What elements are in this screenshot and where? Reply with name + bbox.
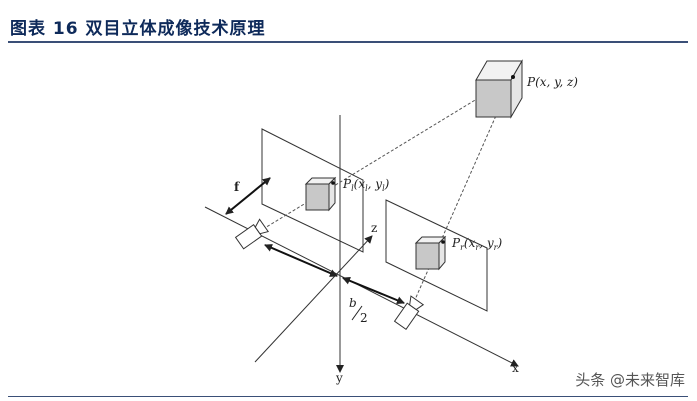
title-rule	[8, 41, 688, 43]
baseline-numerator: b	[349, 296, 357, 310]
figure-title-number: 16	[52, 19, 79, 39]
bottom-rule	[8, 396, 688, 397]
figure-title: 图表 16 双目立体成像技术原理	[10, 14, 266, 39]
y-axis-label: y	[335, 371, 343, 385]
world-point-cube	[475, 59, 523, 119]
baseline-denominator: 2	[360, 311, 368, 325]
x-axis-label: x	[512, 361, 519, 375]
right-image-plane	[385, 199, 488, 312]
right-camera-icon	[393, 295, 425, 330]
left-point-label: Pl(xl, yl)	[342, 177, 390, 193]
z-axis-line	[254, 235, 373, 363]
baseline-fraction-bar	[351, 305, 363, 321]
ray-left-to-point	[249, 76, 514, 238]
right-image-cube	[414, 235, 447, 271]
left-camera-icon	[234, 218, 270, 250]
focal-length-arrow	[225, 177, 271, 215]
z-axis-label: z	[371, 221, 377, 235]
figure-title-text: 双目立体成像技术原理	[85, 19, 266, 39]
world-point-label: P(x, y, z)	[526, 75, 578, 89]
figure-title-prefix: 图表	[10, 19, 46, 39]
left-image-cube	[304, 176, 337, 212]
right-point-label: Pr(xr, yr)	[451, 236, 502, 252]
baseline-arrow-right	[342, 276, 405, 305]
watermark: 头条 @未来智库	[575, 371, 685, 389]
ray-right-to-point	[409, 76, 514, 312]
baseline-arrow-left	[264, 244, 338, 277]
focal-length-label: f	[234, 180, 240, 194]
